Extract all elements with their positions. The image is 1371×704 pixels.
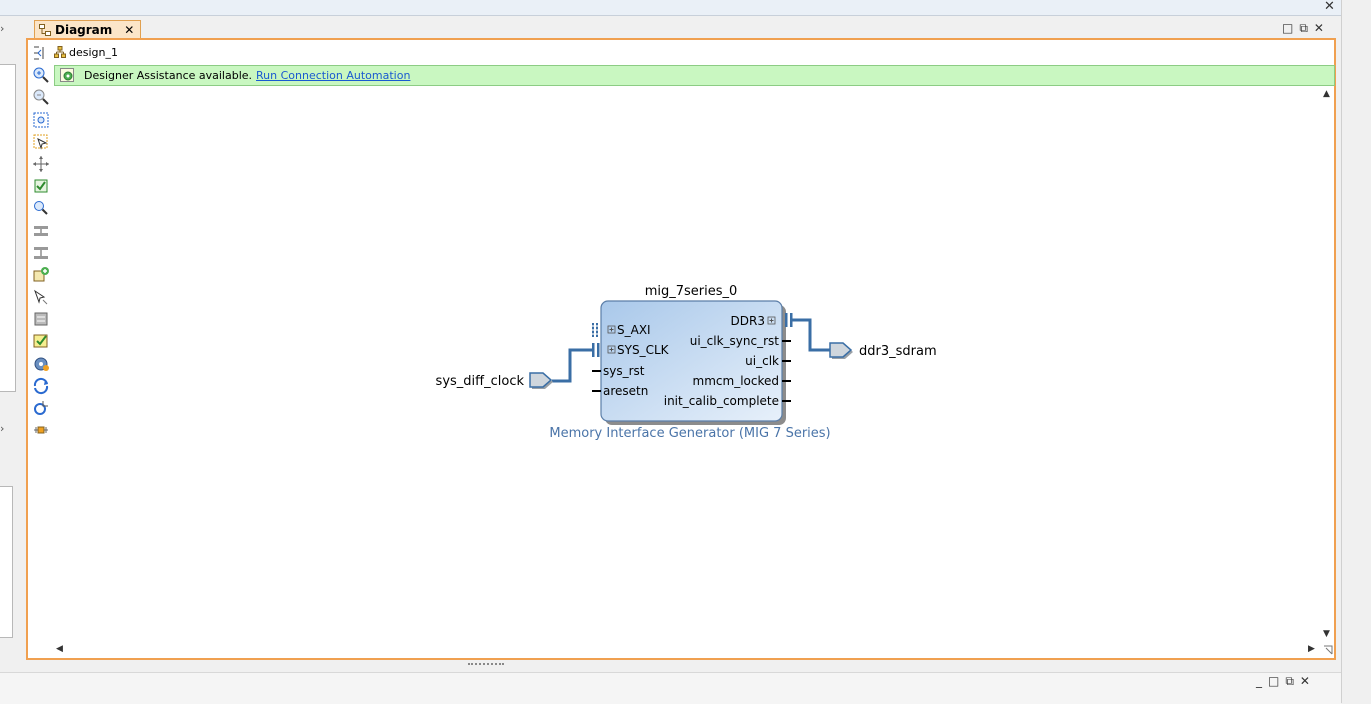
pin-mmcm-locked[interactable]: [782, 380, 791, 382]
scroll-left-icon[interactable]: ◀: [56, 644, 63, 654]
pointer-icon[interactable]: [32, 288, 50, 306]
input-port-sys-diff-clock[interactable]: [529, 372, 553, 388]
validate-icon[interactable]: [32, 177, 50, 195]
float-icon[interactable]: ⧉: [1299, 21, 1308, 35]
output-port-ddr3-sdram[interactable]: [829, 342, 853, 358]
assistance-text: Designer Assistance available.: [84, 69, 253, 82]
settings-icon[interactable]: [32, 355, 50, 373]
panel-window-buttons: □ ⧉ ✕: [1276, 21, 1324, 36]
reload-icon[interactable]: [32, 399, 50, 417]
tab-close-icon[interactable]: ✕: [124, 23, 135, 37]
fit-to-window-icon[interactable]: [32, 44, 50, 62]
maximize-icon[interactable]: □: [1268, 674, 1280, 688]
port-label-ui-clk-sync-rst: ui_clk_sync_rst: [690, 334, 780, 348]
float-icon[interactable]: ⧉: [1285, 674, 1294, 688]
scroll-right-icon[interactable]: ▶: [1308, 644, 1315, 654]
port-label-mmcm-locked: mmcm_locked: [693, 374, 779, 388]
regenerate-layout-icon[interactable]: [32, 310, 50, 328]
right-edge-panel: [1341, 0, 1371, 703]
automation-icon: [60, 68, 74, 82]
diagram-toolbar: [32, 44, 52, 443]
move-icon[interactable]: [32, 155, 50, 173]
pin-sys-rst[interactable]: [592, 370, 601, 372]
block-diagram: sys_diff_clock ddr3_sdram mig_7series_0 …: [436, 284, 937, 441]
vertical-scrollbar[interactable]: ▲ ▼: [1322, 87, 1334, 644]
zoom-out-icon[interactable]: [32, 88, 50, 106]
bottom-panel-header: [0, 672, 1341, 704]
output-port-label: ddr3_sdram: [859, 344, 937, 359]
wire-sys-clk[interactable]: [552, 348, 594, 383]
title-strip: [0, 0, 1341, 16]
left-docked-panel: [0, 64, 16, 392]
block-caption: Memory Interface Generator (MIG 7 Series…: [549, 426, 830, 441]
port-label-init-calib-complete: init_calib_complete: [664, 394, 779, 408]
expand-sys-clk-icon[interactable]: [607, 345, 616, 354]
expand-s-axi-icon[interactable]: [607, 325, 616, 334]
add-ip-icon[interactable]: [32, 266, 50, 284]
port-label-ui-clk: ui_clk: [745, 354, 779, 368]
interface-pin-sys-clk[interactable]: [592, 343, 600, 357]
zoom-fit-icon[interactable]: [32, 111, 50, 129]
refresh-icon[interactable]: [32, 377, 50, 395]
tab-label: Diagram: [55, 23, 113, 37]
chevron-right-icon[interactable]: ›: [0, 422, 5, 435]
breadcrumb[interactable]: design_1: [54, 44, 118, 62]
minimize-icon[interactable]: _: [1256, 674, 1262, 688]
breadcrumb-label: design_1: [69, 46, 118, 59]
interface-pin-s-axi[interactable]: [590, 323, 600, 337]
bottom-window-buttons: _ □ ⧉ ✕: [1250, 674, 1310, 689]
pin-ui-clk-sync-rst[interactable]: [782, 340, 791, 342]
input-port-label: sys_diff_clock: [436, 374, 525, 389]
splitter-grip[interactable]: [468, 663, 504, 671]
left-docked-panel-lower: [0, 486, 13, 638]
horizontal-scrollbar[interactable]: ◀ ▶: [52, 644, 1322, 658]
close-panel-icon[interactable]: ✕: [1313, 21, 1324, 35]
designer-assistance-bar: Designer Assistance available.Run Connec…: [54, 65, 1335, 86]
zoom-in-icon[interactable]: [32, 66, 50, 84]
search-icon[interactable]: [32, 199, 50, 217]
pin-icon[interactable]: [32, 421, 50, 439]
select-area-icon[interactable]: [32, 133, 50, 151]
scroll-down-icon[interactable]: ▼: [1323, 629, 1330, 639]
port-label-sys-clk: SYS_CLK: [617, 343, 670, 357]
pin-ui-clk[interactable]: [782, 360, 791, 362]
block-instance-name: mig_7series_0: [645, 284, 738, 299]
pin-init-calib-complete[interactable]: [782, 400, 791, 402]
expand-icon[interactable]: [32, 244, 50, 262]
expand-ddr3-icon[interactable]: [767, 316, 776, 325]
port-label-sys-rst: sys_rst: [603, 364, 645, 378]
chevron-right-icon[interactable]: ›: [0, 22, 5, 35]
run-connection-automation-link[interactable]: Run Connection Automation: [256, 69, 411, 82]
collapse-icon[interactable]: [32, 222, 50, 240]
tab-diagram[interactable]: Diagram ✕: [34, 20, 142, 39]
wire-ddr3[interactable]: [792, 318, 830, 352]
diagram-icon: [39, 24, 51, 36]
resize-corner-icon[interactable]: [1323, 645, 1333, 655]
port-label-s-axi: S_AXI: [617, 323, 651, 337]
close-icon[interactable]: ✕: [1324, 0, 1335, 14]
validate-design-icon[interactable]: [32, 332, 50, 350]
pin-aresetn[interactable]: [592, 390, 601, 392]
diagram-canvas[interactable]: sys_diff_clock ddr3_sdram mig_7series_0 …: [52, 87, 1322, 644]
hierarchy-icon: [54, 46, 66, 58]
close-panel-icon[interactable]: ✕: [1299, 674, 1310, 688]
maximize-icon[interactable]: □: [1282, 21, 1294, 35]
interface-pin-ddr3[interactable]: [785, 313, 793, 327]
port-label-aresetn: aresetn: [603, 384, 648, 398]
scroll-up-icon[interactable]: ▲: [1323, 89, 1330, 99]
port-label-ddr3: DDR3: [731, 314, 765, 328]
